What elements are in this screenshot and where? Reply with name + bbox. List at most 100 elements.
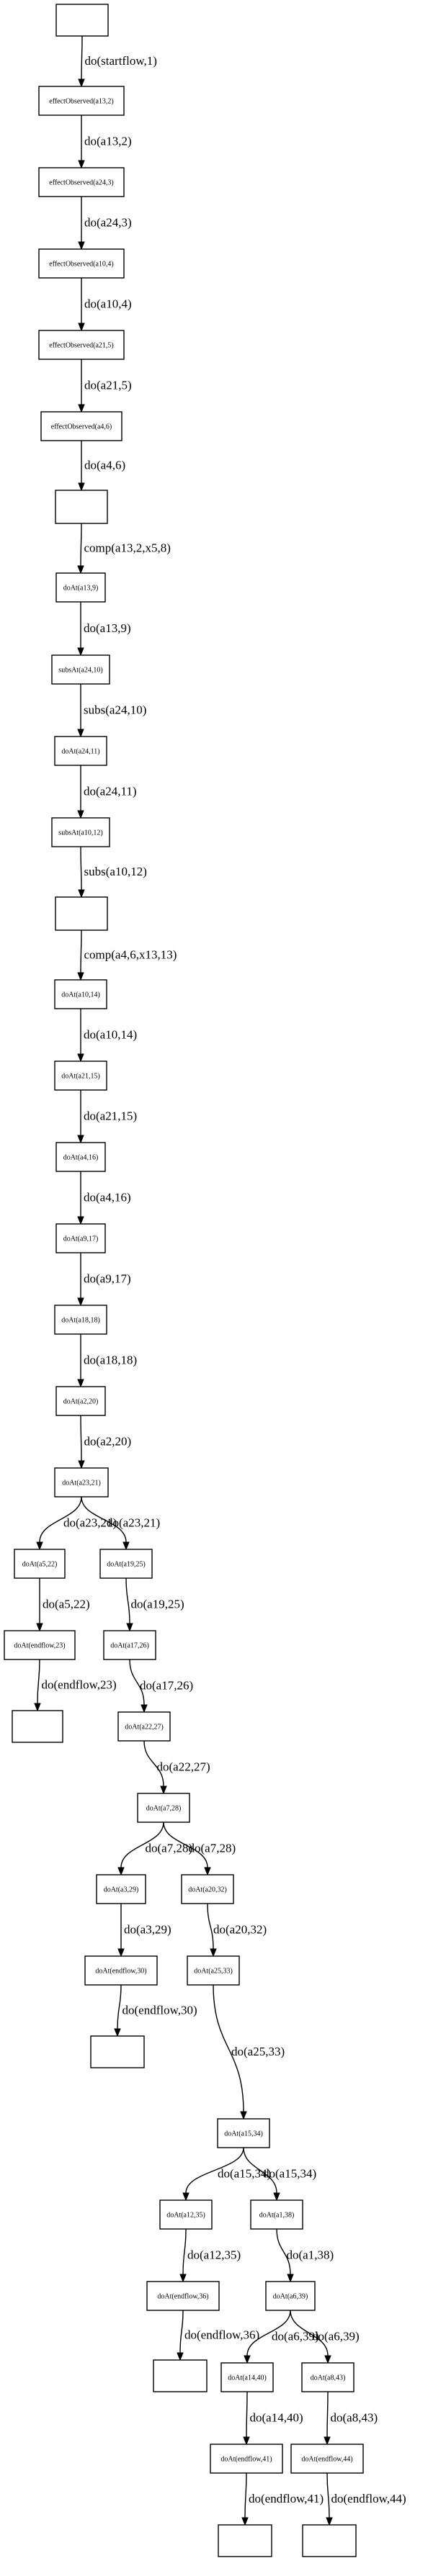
state-node: effectObserved(a13,2) [38,86,125,116]
edge-n29-n31: do(a25,33) [213,1984,285,2120]
edge-line [39,1496,82,1543]
edge-label: do(a6,39) [312,2330,360,2343]
node-box [90,2035,145,2068]
node-box [84,1955,158,1986]
edge-n37-n39: do(a14,40) [243,2391,303,2446]
node-label: doAt(endflow,41) [220,2456,272,2464]
arrowhead-icon [244,2355,251,2364]
state-node: doAt(a24,11) [54,736,107,766]
node-box [217,2118,270,2148]
arrowhead-icon [77,729,84,738]
edge-n14-n15: do(a4,16) [77,1171,131,1225]
empty-state-node [302,2524,357,2557]
node-label: effectObserved(a13,2) [49,98,114,106]
edge-label: do(a12,35) [187,2248,241,2262]
node-box [55,1223,106,1253]
arrowhead-icon [77,972,84,981]
edge-label: comp(a13,2,x5,8) [84,541,171,555]
edge-line [290,2310,329,2356]
edge-n19-n21: do(a5,22) [36,1578,90,1632]
edge-n4-n5: do(a21,5) [78,359,132,413]
edge-label: do(a15,34) [263,2167,316,2181]
node-box [137,1793,190,1823]
arrowhead-icon [114,2028,121,2037]
edge-label: do(startflow,1) [85,54,157,68]
arrowhead-icon [77,647,84,657]
edge-line [81,35,83,80]
arrowhead-icon [34,1703,41,1712]
node-box [38,167,125,197]
state-node: effectObserved(a4,6) [40,411,122,441]
edge-label: comp(a4,6,x13,13) [84,948,177,962]
node-box [12,1710,63,1743]
state-node: doAt(endflow,44) [290,2444,364,2474]
edge-n18-n20: do(a23,21) [81,1496,160,1551]
arrowhead-icon [77,1379,84,1388]
edge-label: do(endflow,44) [331,2492,406,2505]
node-box [51,654,110,685]
edge-line [207,1903,214,1950]
state-node: doAt(a15,34) [217,2118,270,2148]
arrowhead-icon [126,1623,133,1632]
edge-label: do(a18,18) [84,1354,137,1367]
edge-n20-n22: do(a19,25) [125,1577,184,1632]
edge-label: do(a22,27) [157,1760,210,1774]
node-box [187,1955,240,1986]
edge-n39-n41: do(endflow,41) [241,2472,324,2526]
state-node: doAt(a7,28) [137,1793,190,1823]
arrowhead-icon [78,889,85,899]
node-label: doAt(a25,33) [194,1968,233,1976]
node-label: effectObserved(a4,6) [51,423,112,431]
node-label: doAt(a7,28) [146,1805,182,1813]
arrowhead-icon [273,2192,280,2202]
arrowhead-icon [122,1541,130,1551]
arrowhead-icon [210,1948,217,1958]
edge-line [182,2228,187,2275]
node-label: doAt(a18,18) [61,1317,100,1325]
node-box [38,86,125,116]
edge-n1-n2: do(a13,2) [78,115,132,169]
edge-label: do(endflow,30) [122,2004,197,2017]
edge-n5-n6: do(a4,6) [78,441,125,492]
state-node: doAt(a10,14) [54,979,107,1009]
edge-line [246,2391,248,2438]
edge-n34-n36: do(endflow,36) [177,2310,259,2361]
state-node: doAt(a17,26) [103,1630,156,1660]
node-label: doAt(a12,35) [166,2212,205,2220]
edge-label: do(a9,17) [84,1272,131,1286]
edge-n24-n25: do(a22,27) [143,1740,210,1795]
arrowhead-icon [117,1867,125,1876]
node-box [54,1467,109,1498]
node-label: doAt(a5,22) [22,1561,58,1569]
state-node: doAt(a23,21) [54,1467,109,1498]
edge-n0-n1: do(startflow,1) [78,35,157,88]
empty-state-node [12,1710,63,1743]
node-box [51,817,110,847]
arrowhead-icon [160,1785,167,1795]
node-label: doAt(a4,16) [63,1154,99,1162]
empty-state-node [218,2524,272,2557]
arrowhead-icon [78,241,85,251]
node-label: doAt(a14,40) [228,2374,267,2382]
node-box [99,1549,153,1579]
node-box [159,2199,213,2230]
edge-label: do(a23,21) [107,1516,160,1530]
edge-label: do(a1,38) [287,2248,334,2262]
node-box [54,1060,107,1091]
node-box [153,2359,208,2392]
arrowhead-icon [78,404,85,413]
state-node: doAt(a18,18) [54,1305,107,1335]
node-box [103,1630,156,1660]
edge-n13-n14: do(a21,15) [77,1090,137,1144]
node-box [54,979,107,1009]
state-node: doAt(a8,43) [301,2362,355,2392]
node-box [117,1711,171,1742]
edge-n28-n30: do(endflow,30) [114,1984,197,2037]
node-box [302,2524,357,2557]
node-box [55,1386,106,1416]
edge-label: do(a21,15) [84,1109,137,1123]
edge-line [143,1740,164,1787]
edge-label: do(a17,26) [140,1679,193,1693]
edge-label: do(a13,2) [84,135,132,148]
node-label: doAt(a15,34) [224,2130,263,2138]
